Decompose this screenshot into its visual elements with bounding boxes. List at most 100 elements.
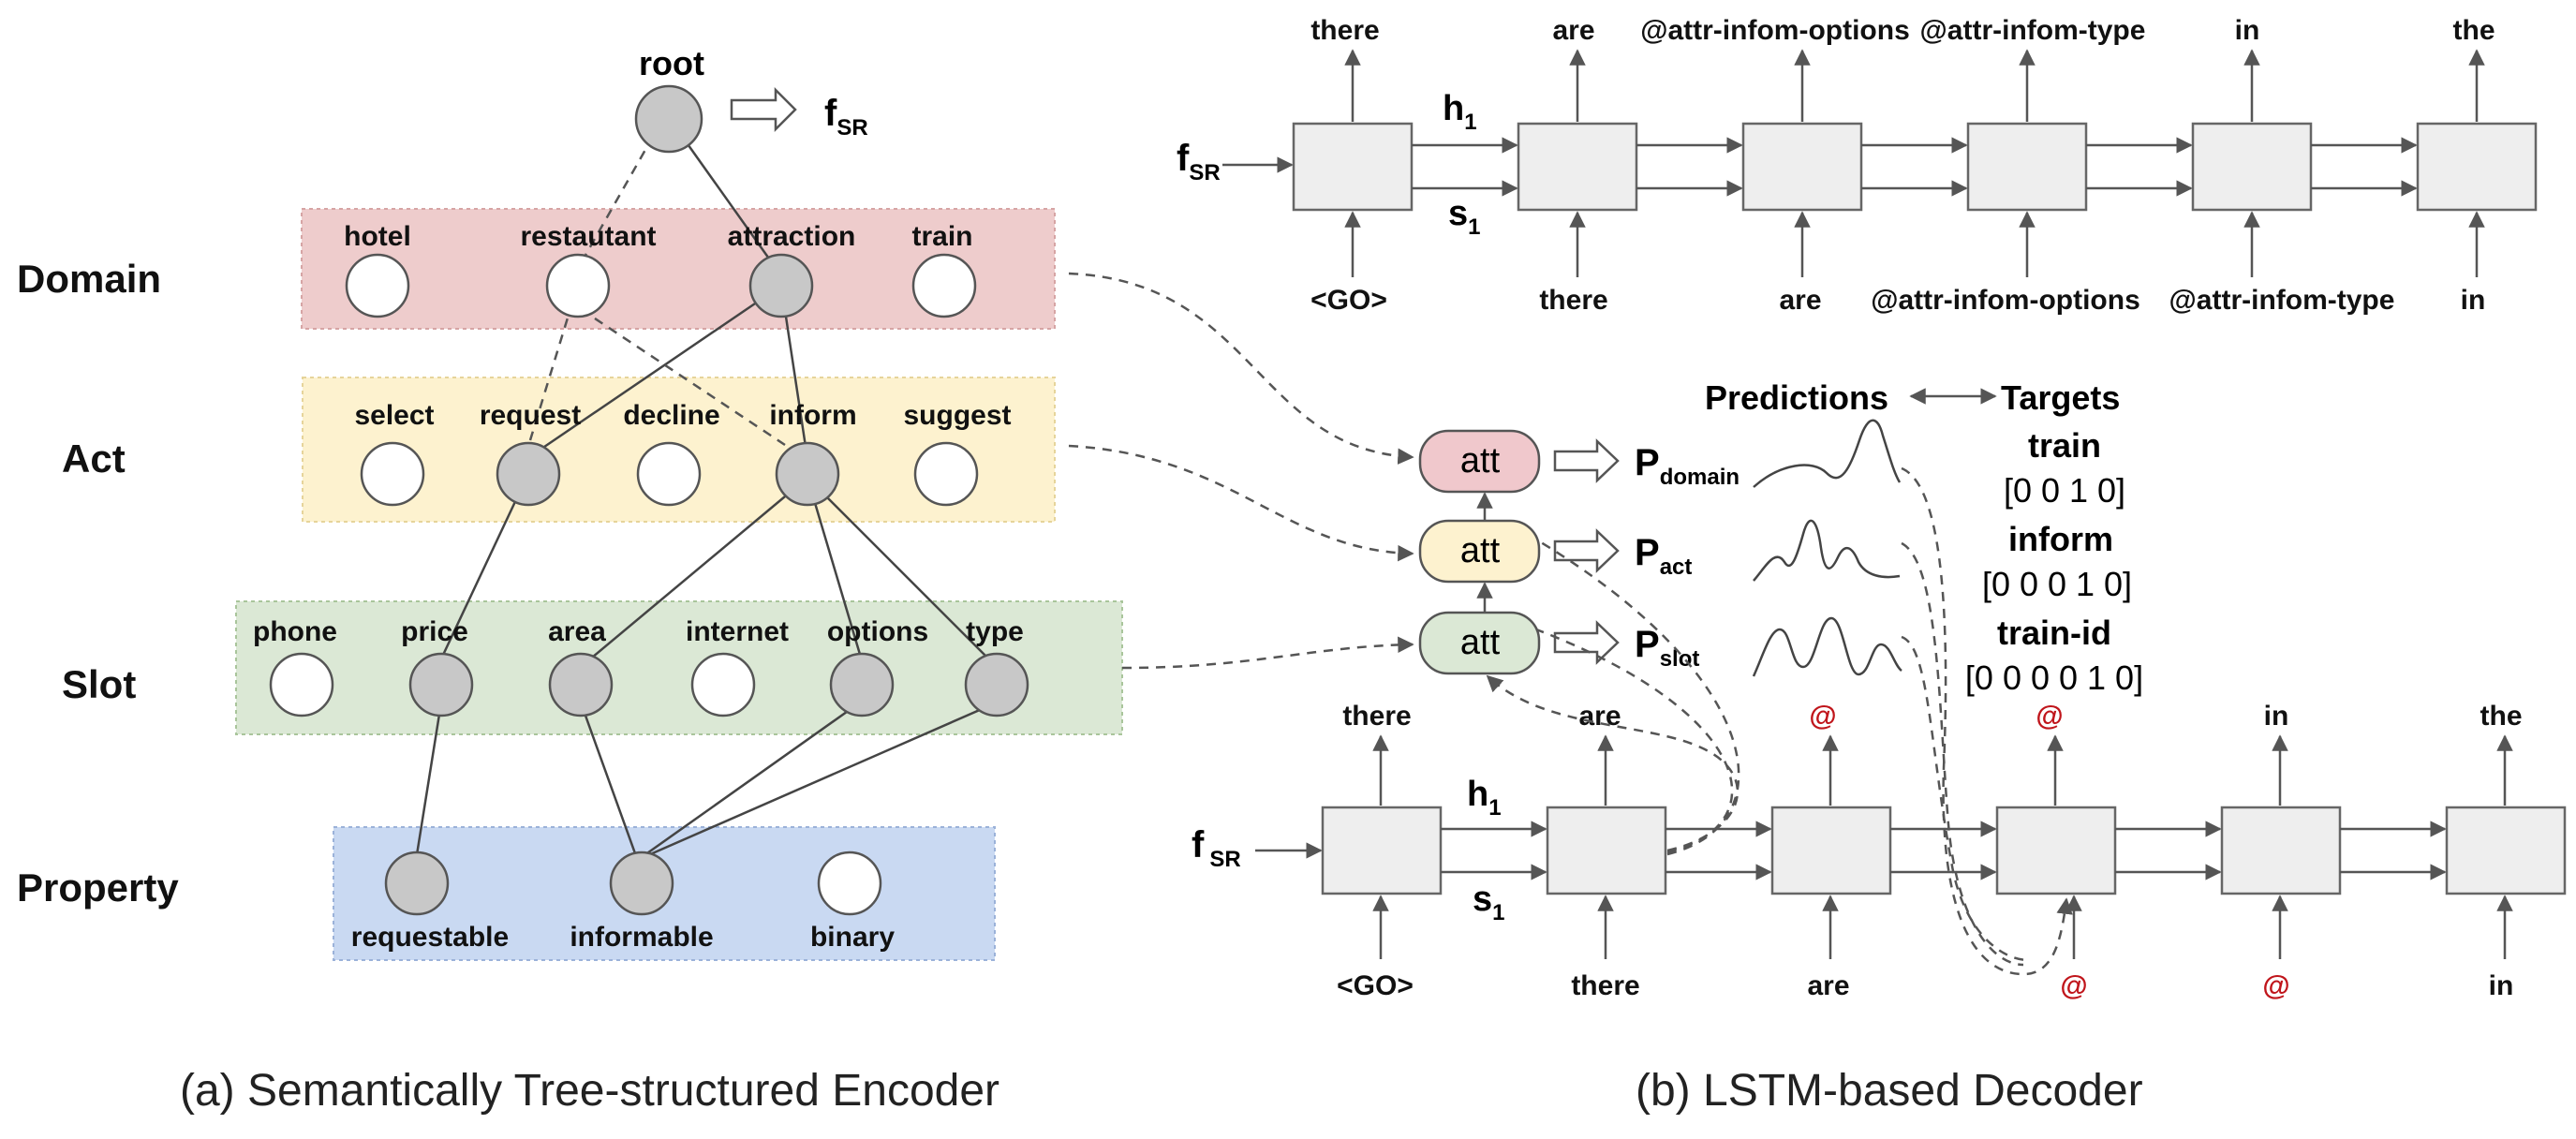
- property-node-binary: [817, 851, 882, 916]
- target-vector: [0 0 0 0 1 0]: [1965, 658, 2143, 697]
- target-vector: [0 0 1 0]: [2004, 471, 2125, 510]
- top-h1-label: h1: [1443, 89, 1477, 135]
- domain-node-attraction: [748, 253, 814, 318]
- output-word-slot-token: @: [2036, 701, 2063, 732]
- slot-label: type: [966, 616, 1024, 647]
- prediction-to-slot-link: [1901, 541, 2024, 967]
- lstm-cell: [1546, 806, 1667, 895]
- target-vector: [0 0 0 1 0]: [1982, 565, 2132, 603]
- output-word: there: [1342, 701, 1411, 732]
- slot-label: price: [401, 616, 468, 647]
- act-node-select: [360, 441, 425, 507]
- lstm-cell: [1770, 806, 1892, 895]
- root-label: root: [639, 44, 704, 82]
- p-act-label: Pact: [1635, 532, 1692, 580]
- attention-link-domain: [1068, 272, 1414, 465]
- input-word: there: [1539, 285, 1607, 316]
- att-slot: [1418, 611, 1541, 675]
- row-label-act: Act: [62, 436, 126, 481]
- attention-link-slot: [1121, 636, 1414, 670]
- output-word: there: [1310, 15, 1379, 46]
- output-word: are: [1552, 15, 1594, 46]
- property-node-informable: [609, 851, 674, 916]
- att-label: att: [1460, 531, 1501, 570]
- lstm-cell: [1292, 122, 1414, 212]
- lstm-cell: [2445, 806, 2567, 895]
- p-arrow-slot: [1553, 620, 1620, 665]
- input-word: in: [2489, 970, 2514, 1001]
- input-word: @attr-infom-type: [2169, 285, 2395, 316]
- p-arrow-domain: [1553, 438, 1620, 483]
- targets-label: Targets: [2001, 378, 2120, 417]
- prediction-curve-domain: [1753, 419, 1902, 488]
- decoder-caption: (b) LSTM-based Decoder: [1636, 1066, 2143, 1116]
- input-word: in: [2461, 285, 2486, 316]
- top-decoder: fSR h1 s1 there are @attr-infom-options …: [1177, 15, 2538, 316]
- top-recurrent-arrows: [1222, 137, 2418, 197]
- row-label-slot: Slot: [62, 662, 136, 706]
- prediction-to-slot-link: [1901, 466, 2073, 976]
- input-word: are: [1807, 970, 1849, 1001]
- row-label-property: Property: [17, 865, 179, 910]
- lstm-cell: [1517, 122, 1638, 212]
- top-s1-label: s1: [1448, 194, 1481, 240]
- target-name: inform: [2008, 520, 2113, 558]
- domain-label: hotel: [344, 221, 411, 252]
- output-word: the: [2453, 15, 2495, 46]
- slot-node-price: [408, 652, 474, 717]
- lstm-cell: [1321, 806, 1443, 895]
- lstm-cell: [1966, 122, 2088, 212]
- bottom-input-arrows: [1372, 895, 2513, 959]
- domain-label: train: [911, 221, 972, 252]
- act-label: inform: [769, 400, 856, 431]
- att-domain: [1418, 429, 1541, 494]
- bottom-output-arrows: [1372, 734, 2513, 806]
- output-word: @attr-infom-type: [1920, 15, 2146, 46]
- p-slot-label: Pslot: [1635, 624, 1699, 672]
- att-label: att: [1460, 441, 1501, 481]
- slot-label: phone: [253, 616, 337, 647]
- att-label: att: [1460, 623, 1501, 662]
- root-node: [634, 84, 703, 154]
- output-word: the: [2480, 701, 2523, 732]
- top-input-words: <GO> there are @attr-infom-options @attr…: [1310, 285, 2485, 316]
- property-node-requestable: [384, 851, 450, 916]
- encoder-caption: (a) Semantically Tree-structured Encoder: [180, 1066, 999, 1116]
- input-word: <GO>: [1337, 970, 1414, 1001]
- slot-nodes: phone price area internet options type: [253, 616, 1029, 717]
- lstm-cell: [2416, 122, 2538, 212]
- act-node-suggest: [913, 441, 979, 507]
- bottom-input-words: <GO> there are @ @ in: [1337, 970, 2513, 1001]
- target-name: train: [2028, 426, 2101, 465]
- act-node-inform: [775, 441, 840, 507]
- top-output-words: there are @attr-infom-options @attr-info…: [1310, 15, 2495, 46]
- output-word: in: [2235, 15, 2260, 46]
- prediction-to-slot-link: [1901, 635, 2029, 962]
- domain-node-restautant: [545, 253, 611, 318]
- p-domain-label: Pdomain: [1635, 442, 1740, 490]
- act-label: request: [480, 400, 581, 431]
- domain-node-train: [911, 253, 977, 318]
- act-label: decline: [623, 400, 719, 431]
- output-word-slot-token: @: [1809, 701, 1836, 732]
- slot-label: internet: [686, 616, 789, 647]
- top-output-arrows: [1344, 49, 2485, 122]
- row-label-domain: Domain: [17, 257, 161, 301]
- property-label: informable: [570, 922, 713, 953]
- input-word-slot-token: @: [2262, 970, 2289, 1001]
- lstm-cell: [1741, 122, 1863, 212]
- hidden-to-attention-link: [1535, 628, 1734, 854]
- act-nodes: select request decline inform suggest: [354, 400, 1012, 507]
- act-node-decline: [636, 441, 702, 507]
- top-input-arrows: [1344, 211, 2485, 277]
- target-name: train-id: [1997, 614, 2111, 652]
- act-label: suggest: [903, 400, 1011, 431]
- input-word: <GO>: [1310, 285, 1387, 316]
- slot-label: options: [827, 616, 928, 647]
- output-word: @attr-infom-options: [1640, 15, 1910, 46]
- property-nodes: requestable informable binary: [351, 851, 895, 953]
- p-arrow-act: [1553, 528, 1620, 573]
- bottom-s1-label: s1: [1473, 880, 1505, 925]
